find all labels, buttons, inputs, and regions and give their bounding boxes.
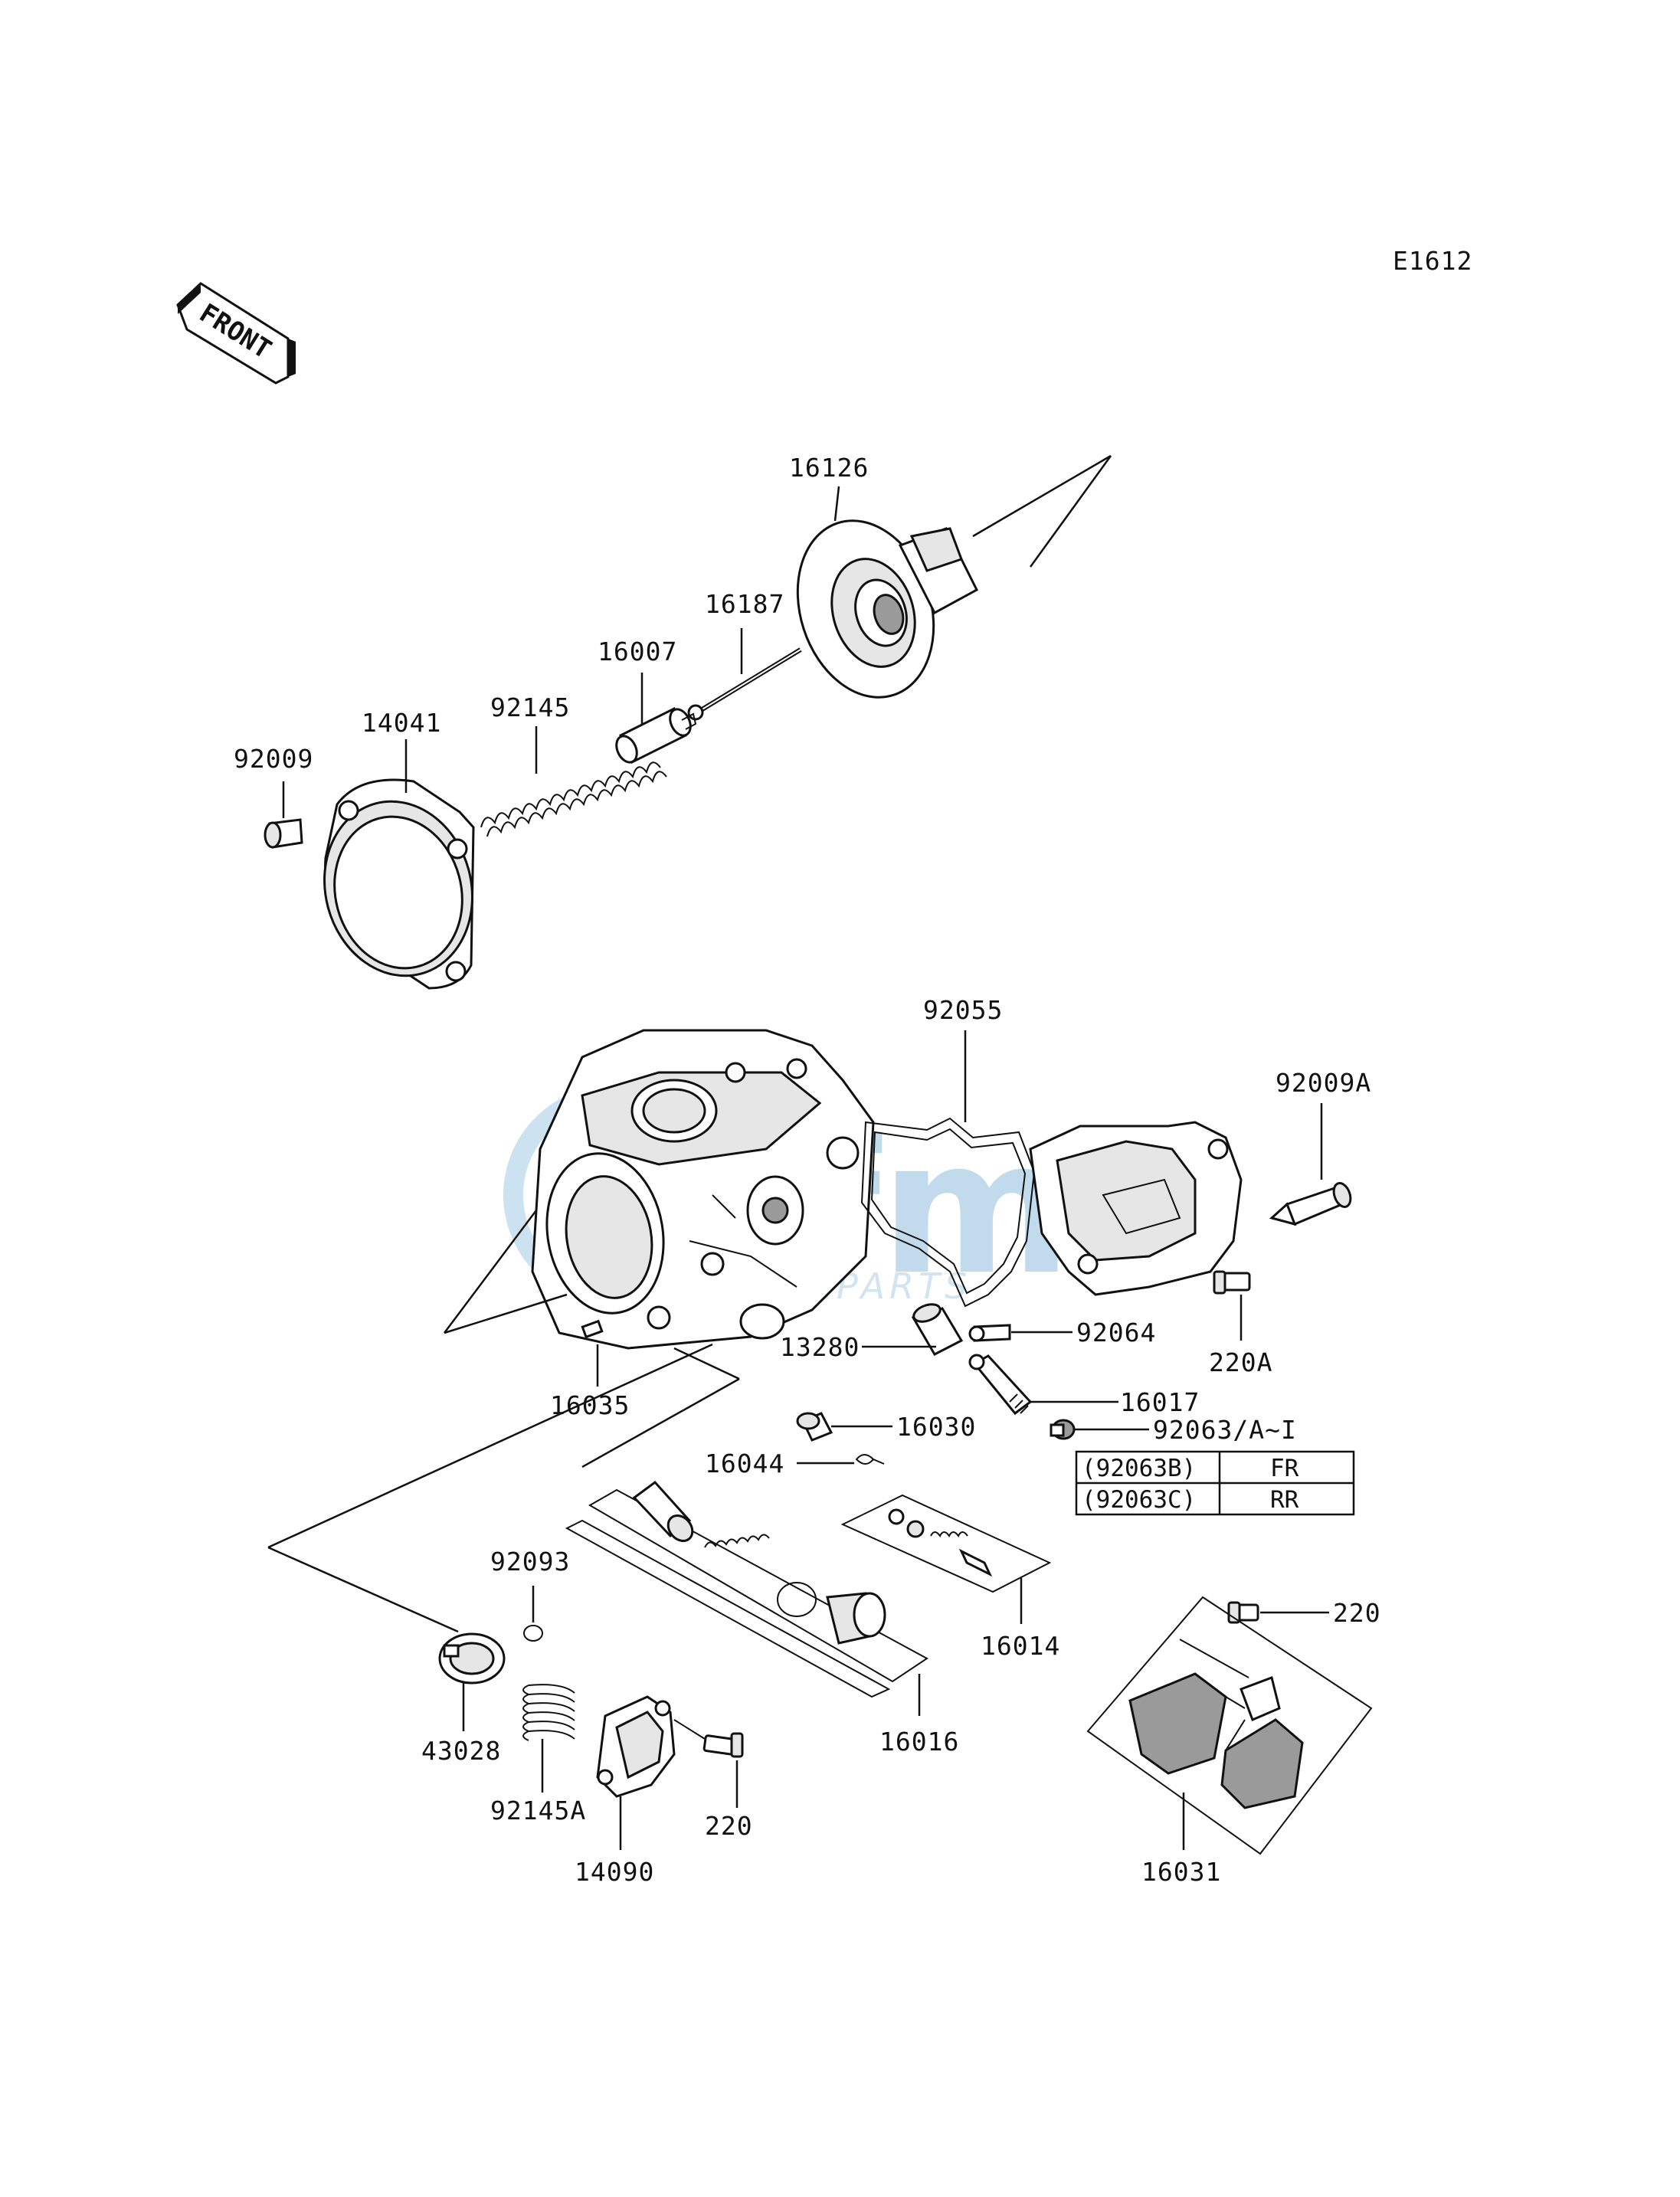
part-14090-cover[interactable] bbox=[596, 1695, 676, 1798]
part-43028-diaphragm[interactable] bbox=[438, 1632, 506, 1685]
part-16007-needle-holder[interactable] bbox=[613, 706, 697, 766]
label-92145[interactable]: 92145 bbox=[490, 692, 570, 722]
label-92093[interactable]: 92093 bbox=[490, 1547, 570, 1577]
label-43028[interactable]: 43028 bbox=[421, 1736, 501, 1766]
part-16044-clip[interactable] bbox=[855, 1454, 885, 1465]
part-92055-gasket[interactable] bbox=[860, 1117, 1036, 1308]
part-92064-jet[interactable] bbox=[968, 1324, 1011, 1342]
part-16030-screw[interactable] bbox=[796, 1412, 833, 1442]
variant-code-2: (92063C) bbox=[1082, 1486, 1196, 1514]
part-92145-spring[interactable] bbox=[480, 761, 667, 837]
part-220-screw-right[interactable] bbox=[1227, 1601, 1259, 1624]
variant-code-1: (92063B) bbox=[1082, 1455, 1196, 1482]
part-16014-kit[interactable] bbox=[840, 1494, 1052, 1593]
part-float-bowl bbox=[1029, 1121, 1243, 1296]
label-92145A[interactable]: 92145A bbox=[490, 1796, 586, 1825]
part-16017-needle-jet[interactable] bbox=[968, 1354, 1033, 1416]
variant-table: (92063B) FR (92063C) RR bbox=[1075, 1450, 1355, 1516]
label-13280[interactable]: 13280 bbox=[780, 1332, 860, 1362]
part-carburetor-body bbox=[531, 1029, 875, 1350]
part-14041-carb-top-cover[interactable] bbox=[305, 778, 491, 993]
label-16031[interactable]: 16031 bbox=[1141, 1857, 1221, 1887]
label-92009[interactable]: 92009 bbox=[234, 744, 313, 774]
label-16017[interactable]: 16017 bbox=[1120, 1387, 1200, 1417]
label-14090[interactable]: 14090 bbox=[575, 1857, 654, 1887]
part-13280-fitting[interactable] bbox=[911, 1301, 964, 1356]
label-16014[interactable]: 16014 bbox=[981, 1631, 1060, 1661]
label-92055[interactable]: 92055 bbox=[923, 995, 1003, 1025]
front-arrow-icon: FRONT bbox=[176, 282, 296, 385]
label-16044[interactable]: 16044 bbox=[705, 1449, 784, 1478]
label-220-bottom[interactable]: 220 bbox=[705, 1811, 753, 1841]
part-16126-vacuum-piston[interactable] bbox=[776, 503, 978, 715]
diagram-code: E1612 bbox=[1393, 246, 1472, 276]
part-16031-float-kit[interactable] bbox=[1086, 1596, 1373, 1855]
label-14041[interactable]: 14041 bbox=[362, 708, 441, 738]
variant-region-2: RR bbox=[1270, 1486, 1299, 1514]
label-16007[interactable]: 16007 bbox=[598, 637, 677, 666]
label-16016[interactable]: 16016 bbox=[879, 1727, 959, 1757]
label-16030[interactable]: 16030 bbox=[896, 1412, 976, 1442]
variant-region-1: FR bbox=[1270, 1455, 1299, 1482]
part-92093-o-ring[interactable] bbox=[523, 1625, 543, 1642]
label-16126[interactable]: 16126 bbox=[789, 453, 869, 483]
part-16187-jet-needle[interactable] bbox=[687, 647, 802, 721]
part-16035-plug[interactable] bbox=[581, 1319, 604, 1339]
part-16016-kit[interactable] bbox=[565, 1480, 928, 1698]
label-92009A[interactable]: 92009A bbox=[1276, 1068, 1371, 1098]
part-92145A-spring[interactable] bbox=[522, 1684, 575, 1741]
label-220-right[interactable]: 220 bbox=[1333, 1598, 1381, 1628]
label-16187[interactable]: 16187 bbox=[705, 589, 784, 619]
label-92063[interactable]: 92063/A~I bbox=[1153, 1415, 1297, 1445]
part-92009A-screw[interactable] bbox=[1269, 1181, 1354, 1226]
part-220A-screw[interactable] bbox=[1213, 1270, 1251, 1295]
part-92063-main-jet[interactable] bbox=[1050, 1419, 1076, 1440]
part-220-screw-bottom[interactable] bbox=[673, 1719, 744, 1758]
label-92064[interactable]: 92064 bbox=[1076, 1318, 1156, 1347]
label-220A[interactable]: 220A bbox=[1209, 1347, 1272, 1377]
label-16035[interactable]: 16035 bbox=[550, 1390, 630, 1420]
part-92009-screw[interactable] bbox=[264, 818, 303, 849]
